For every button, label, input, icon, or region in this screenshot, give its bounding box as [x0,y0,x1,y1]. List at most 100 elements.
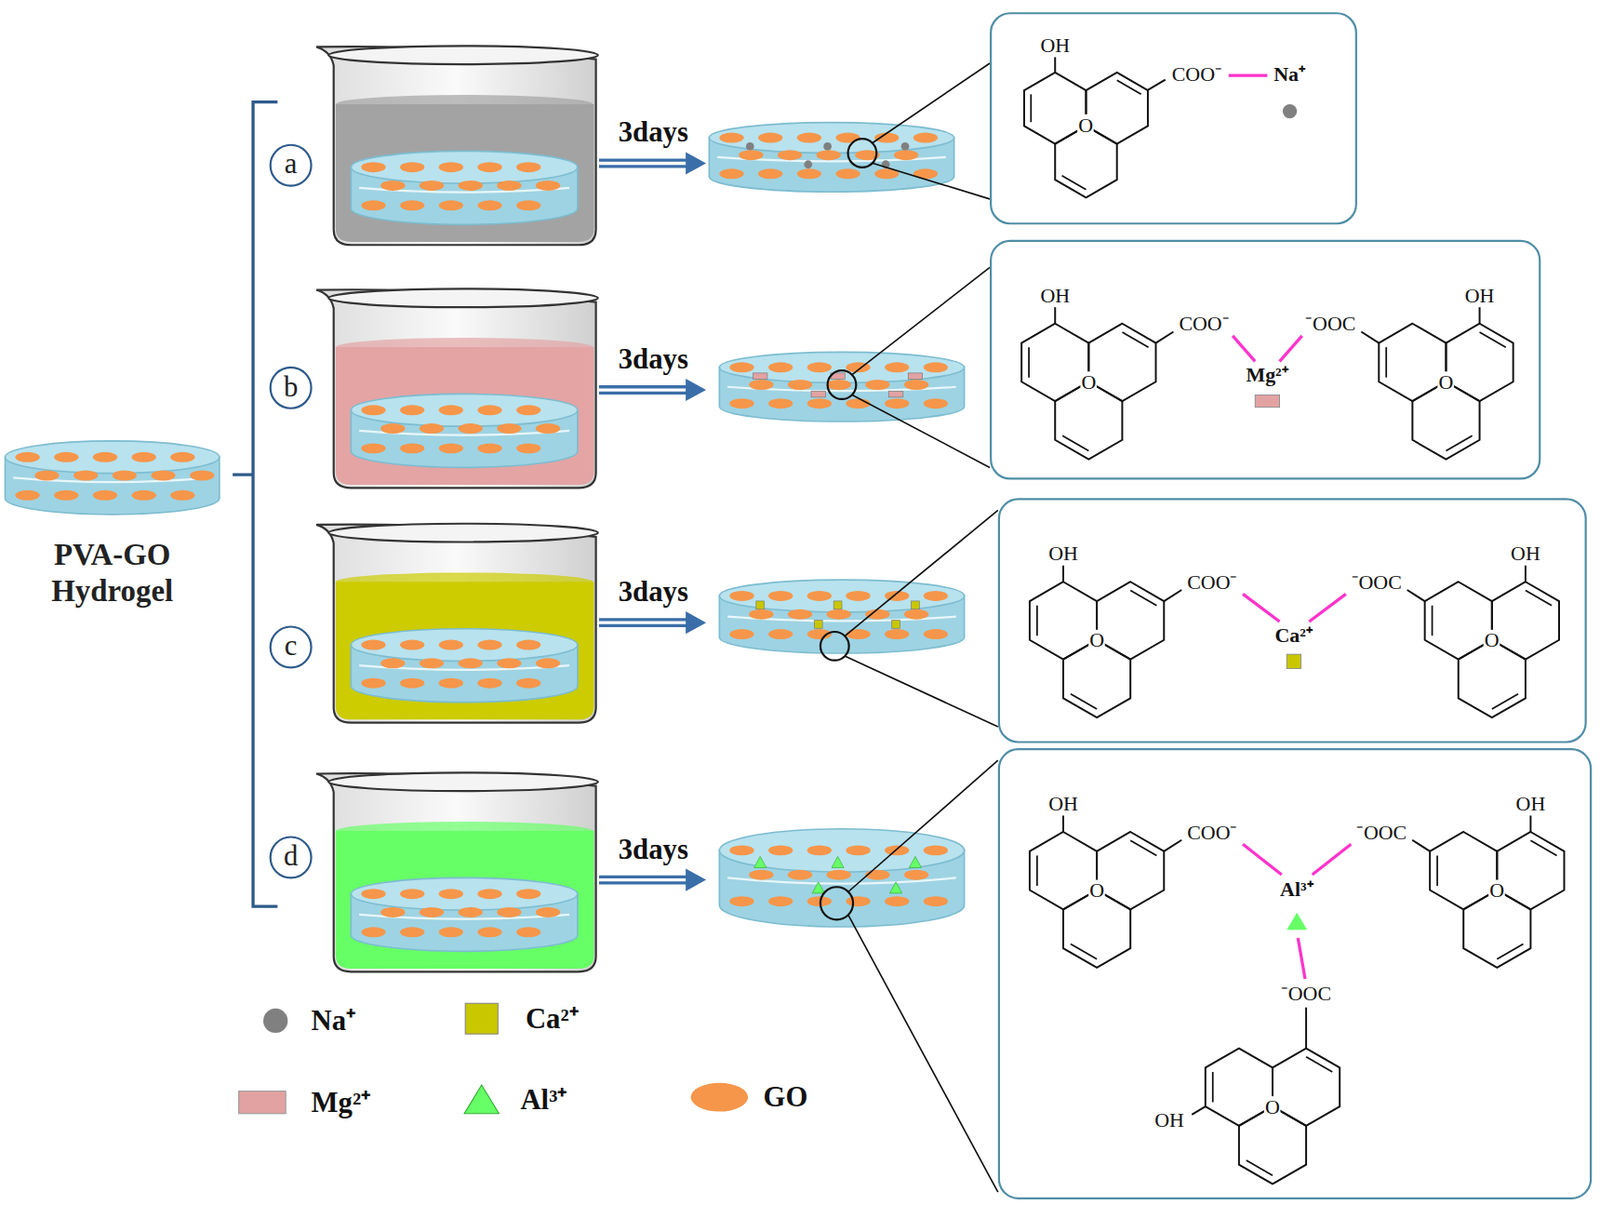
double-bond [1070,943,1097,959]
go-sheet [132,452,157,463]
panel-letter-circle: c [269,625,313,668]
go-sheet [360,442,386,454]
ion-mark [911,600,920,610]
go-sheet [53,490,79,501]
go-sheet [797,133,822,144]
go-sheet [419,423,444,434]
go-sheet [807,895,832,907]
structure-box: OHCOO⁻Ca²⁺⁻OOCOHOO [998,497,1587,743]
zoom-line [852,266,990,467]
go-sheet [516,404,541,415]
go-sheet [477,442,502,454]
hydrogel-top [708,122,954,154]
go-sheet [535,423,560,434]
go-sheet [807,844,832,855]
bond [1062,565,1065,583]
zoom-circle [827,370,857,400]
ring-bond [1272,1048,1340,1126]
hydrogel-top [719,828,964,872]
go-sheet [777,149,802,160]
bond [1053,56,1056,72]
go-sheet [516,888,541,899]
go-sheet [884,895,909,907]
chem-label: O [1264,1095,1281,1117]
double-bond [1492,693,1519,709]
ring-bond [1085,72,1147,145]
go-sheet [73,470,98,481]
arrow-shaft [599,876,691,883]
chem-label: O [1088,629,1106,651]
go-sheet [884,628,909,640]
go-sheet [380,906,405,918]
go-sheet [380,423,405,434]
ion-mark [901,142,910,151]
ion-mark [907,373,922,380]
go-sheet [826,379,852,390]
zoom-line [872,63,990,200]
zoom-line [844,509,999,727]
double-bond [1480,332,1507,347]
panel-letter: a [284,149,298,179]
bond [1412,840,1430,852]
double-bond [1062,435,1089,451]
solution [335,581,595,720]
go-sheet [865,609,890,620]
go-sheet [516,442,541,454]
double-bond [1130,589,1157,605]
go-sheet [904,609,929,620]
go-sheet [150,470,175,481]
solution-surface [335,94,593,114]
go-sheet [132,490,157,501]
sample-name: PVA-GO Hydrogel [4,535,219,610]
legend-text: Ca²⁺ [525,1003,579,1033]
go-sheet [439,442,464,454]
hydrogel-top [350,628,578,662]
go-sheet [729,628,754,640]
hydrogel-top [4,440,219,474]
go-sheet [884,398,909,409]
go-sheet [865,869,890,880]
ring-bond [1054,381,1122,459]
double-bond [1029,93,1032,122]
go-sheet [835,133,860,144]
double-bond [1036,605,1039,637]
go-sheet [360,926,386,937]
panel-letter-circle: b [269,366,313,410]
beaker [316,524,597,723]
go-sheet [458,657,483,668]
go-sheet [496,906,521,918]
double-bond [1027,346,1030,378]
go-sheet [14,490,40,501]
go-sheet [380,657,405,668]
go-sheet [360,161,386,173]
chem-label: Mg²⁺ [1244,364,1290,386]
ion-symbol [1254,395,1280,408]
legend-swatch [239,1091,286,1114]
chem-label: OH [1047,792,1080,814]
ring-bond [1021,323,1089,401]
chem-label: OH [1514,792,1547,814]
go-sheet [923,628,948,640]
go-sheet [768,361,793,373]
go-sheet [439,888,464,899]
ion-mark [756,600,765,610]
go-sheet [826,609,852,620]
go-sheet [477,640,502,651]
go-sheet [913,133,938,144]
time-label: 3days [618,118,689,147]
ion-mark [753,373,768,380]
time-label: 3days [618,834,689,864]
arrow-head [685,867,707,891]
go-sheet [884,361,909,373]
go-sheet [748,609,774,620]
go-sheet [923,398,948,409]
arrow-shaft [599,160,691,167]
go-sheet [380,180,405,191]
go-sheet [758,168,783,179]
bond [1156,332,1174,344]
coordination-bond [1297,937,1306,979]
bracket [232,102,278,907]
arrow-shaft [599,619,691,627]
go-sheet [816,149,841,160]
go-sheet [360,404,386,415]
